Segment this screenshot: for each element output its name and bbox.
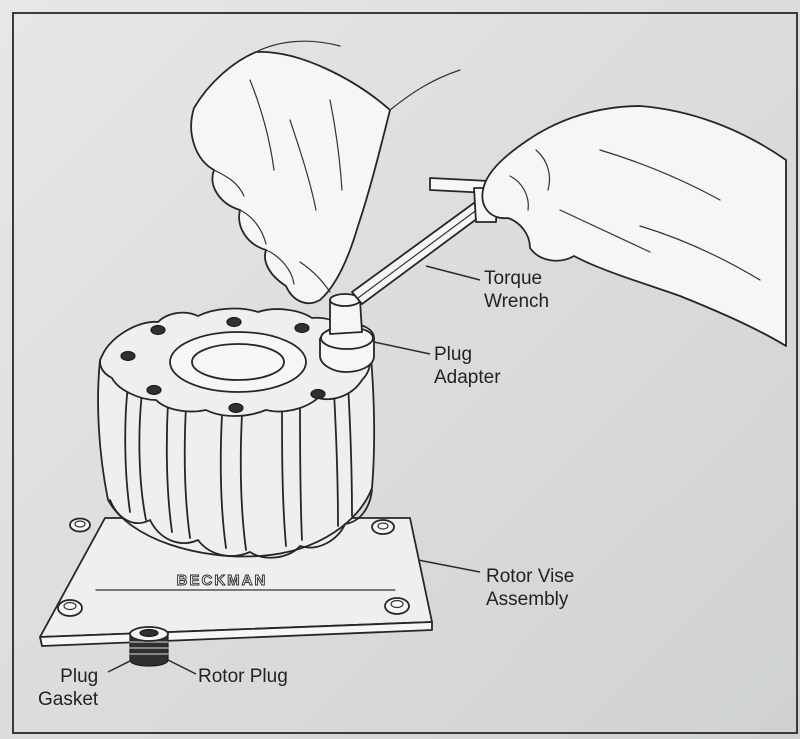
left-hand	[190, 40, 461, 305]
torque-wrench-label-line-1: Torque	[484, 268, 543, 289]
torque-wrench-leader	[425, 265, 481, 281]
rotor-plug-leader	[167, 659, 197, 675]
plug-gasket-leader	[107, 659, 133, 673]
plug-adapter-label: Plug Adapter	[434, 343, 501, 389]
plug-adapter-label-line-1: Plug	[434, 344, 473, 365]
plug-adapter	[318, 293, 375, 373]
plug-gasket-label: Plug Gasket	[38, 665, 98, 711]
rotor-vise-label-line-2: Assembly	[486, 589, 569, 610]
base-bolt-icon	[384, 597, 410, 615]
rotor-vise-label-line-1: Rotor Vise	[486, 566, 575, 587]
plug-gasket-label-line-2: Gasket	[38, 689, 99, 710]
torque-wrench-label: Torque Wrench	[484, 267, 549, 313]
rotor-vise-assembly-label: Rotor Vise Assembly	[486, 565, 574, 611]
plug-gasket-label-line-1: Plug	[60, 666, 99, 687]
base-bolt-icon	[371, 519, 395, 535]
vise-base-plate	[39, 517, 433, 647]
plug-adapter-leader	[373, 341, 431, 355]
rotor-plug-label: Rotor Plug	[198, 666, 288, 687]
torque-wrench-label-line-2: Wrench	[484, 291, 550, 312]
plug-adapter-label-line-2: Adapter	[434, 367, 501, 388]
beckman-logo-text: BECKMAN	[177, 572, 268, 589]
beckman-logo: BECKMAN	[176, 572, 268, 590]
right-hand	[481, 105, 787, 347]
rotor-plug	[129, 626, 169, 667]
base-bolt-icon	[69, 517, 91, 533]
figure-border	[12, 12, 798, 734]
rotor-vise-body	[97, 307, 376, 559]
rotor-vise-leader	[417, 559, 481, 573]
base-bolt-icon	[57, 599, 83, 617]
